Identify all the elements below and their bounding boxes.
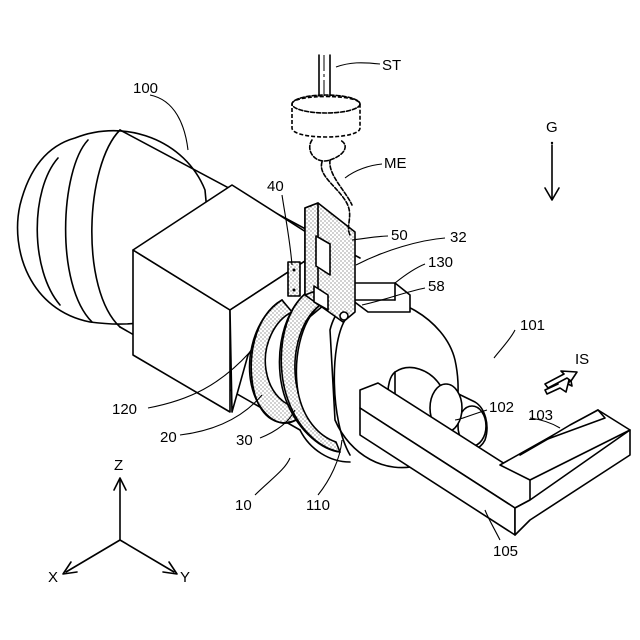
axis-label-y: Y [180,569,190,586]
label-10: 10 [235,497,252,514]
label-ME: ME [384,155,407,172]
label-130: 130 [428,254,453,271]
hollow-arrow-icon [545,371,577,394]
label-G: G [546,119,558,136]
label-110: 110 [306,497,330,514]
label-100: 100 [133,80,158,97]
label-103: 103 [528,407,553,424]
label-30: 30 [236,432,253,449]
label-105: 105 [493,543,518,560]
label-101: 101 [520,317,545,334]
label-32: 32 [450,229,467,246]
connector-101 [360,368,630,535]
label-40: 40 [267,178,284,195]
label-102: 102 [489,399,514,416]
axis-label-x: X [48,569,58,586]
label-50: 50 [391,227,408,244]
axis-label-z: Z [114,457,123,474]
label-20: 20 [160,429,177,446]
suction-head [292,55,360,235]
label-58: 58 [428,278,445,295]
label-120: 120 [112,401,137,418]
axes-triad [63,478,177,574]
arrow-down-icon [545,142,559,200]
label-ST: ST [382,57,401,74]
label-IS: IS [575,351,589,368]
